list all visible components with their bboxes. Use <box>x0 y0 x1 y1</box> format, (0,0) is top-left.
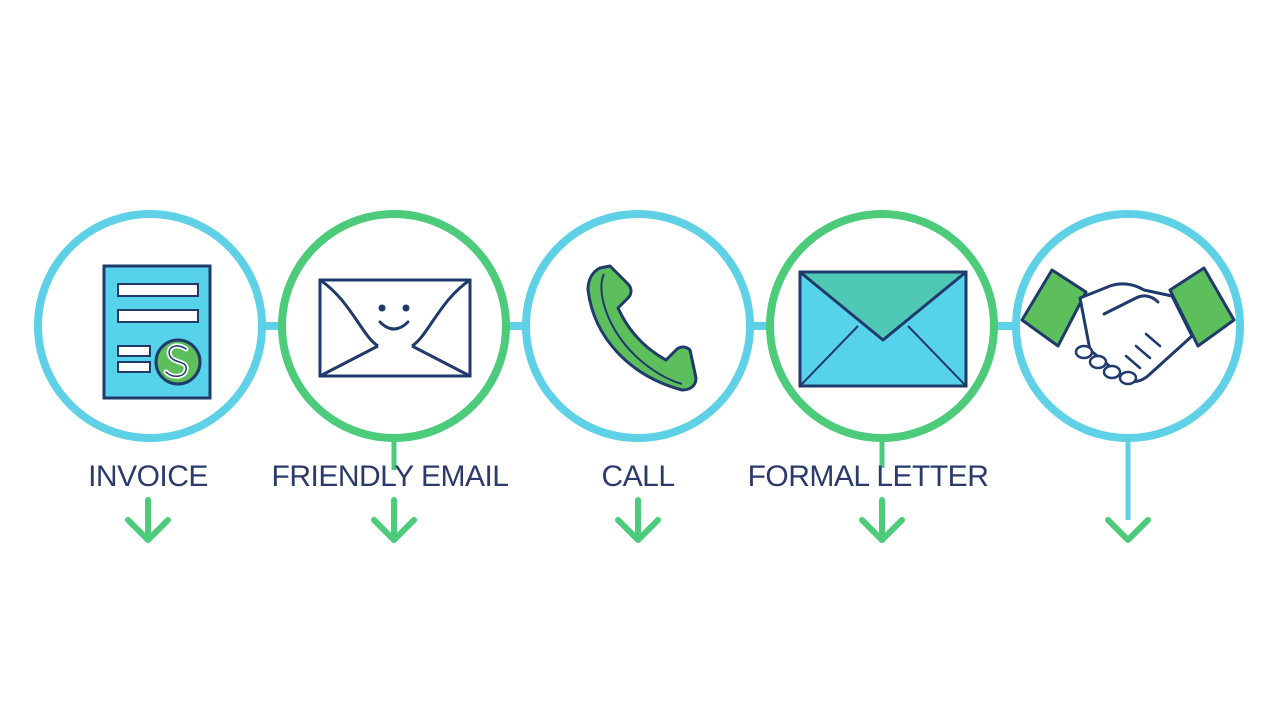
step-label-friendly-email: FRIENDLY EMAIL <box>272 460 509 493</box>
handshake-icon <box>1020 266 1236 386</box>
down-arrow-icon <box>125 497 171 543</box>
step-labels: INVOICE FRIENDLY EMAIL CALL FORMAL LETTE… <box>88 460 989 493</box>
stems <box>391 440 1131 520</box>
down-arrow-icon <box>615 497 661 543</box>
down-arrows <box>125 497 1151 543</box>
step-label-formal-letter: FORMAL LETTER <box>748 460 989 493</box>
envelope-icon <box>798 270 968 388</box>
step-label-invoice: INVOICE <box>88 460 208 493</box>
step-label-call: CALL <box>601 460 674 493</box>
invoice-dollar-icon <box>102 264 212 400</box>
down-arrow-icon <box>1105 517 1151 543</box>
down-arrow-icon <box>859 497 905 543</box>
smiley-envelope-icon <box>318 278 472 378</box>
phone-handset-icon <box>586 264 698 392</box>
down-arrow-icon <box>371 497 417 543</box>
step-circle-3 <box>522 210 754 442</box>
